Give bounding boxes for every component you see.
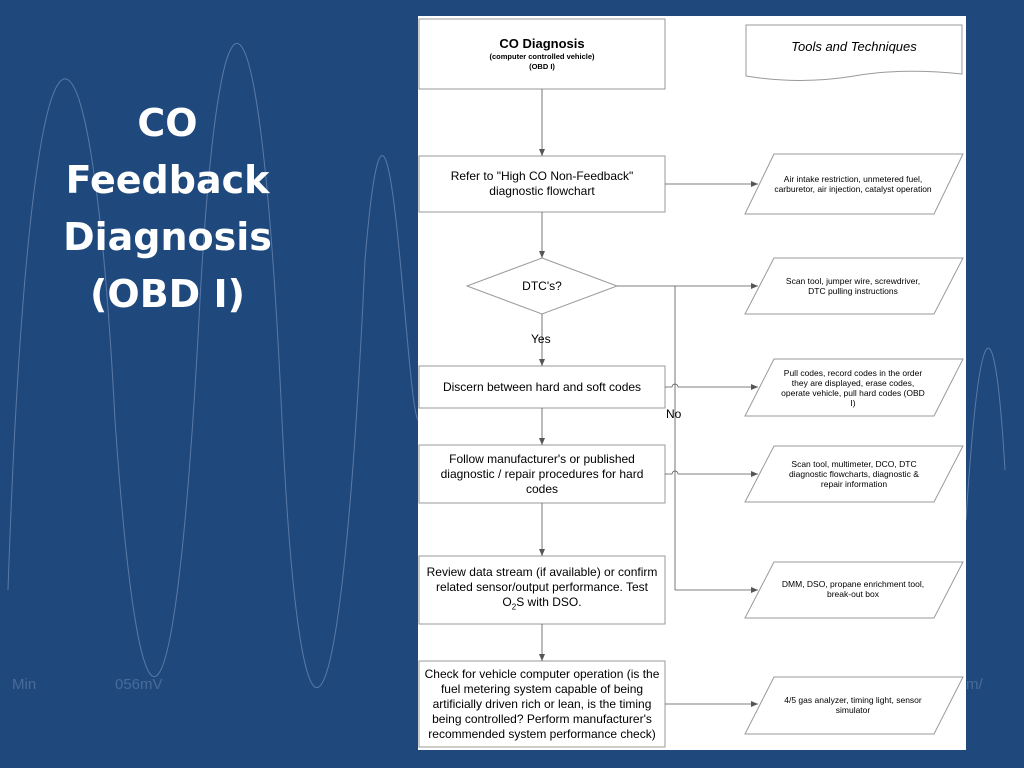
tool-shape-4	[744, 561, 964, 619]
yes-label: Yes	[531, 332, 551, 346]
header-box	[418, 18, 666, 90]
step-discern-text: Discern between hard and soft codes	[442, 379, 642, 394]
step-review-main: Review data stream (if available) or con…	[426, 565, 658, 614]
tool-shape-2	[744, 358, 964, 417]
slide-title-line: CO	[137, 101, 198, 145]
slide-title-line: (OBD I)	[90, 272, 245, 316]
step-refer-text: Refer to "High CO Non-Feedback" diagnost…	[450, 169, 634, 198]
flowchart-header: CO Diagnosis (computer controlled vehicl…	[419, 29, 665, 79]
subscript-2: 2	[511, 602, 517, 612]
tool-text-0: Air intake restriction, unmetered fuel, …	[774, 174, 932, 194]
tools-header-label: Tools and Techniques	[791, 38, 917, 54]
waveform-line	[7, 42, 1006, 688]
step-review-tail: S with DSO.	[516, 595, 582, 610]
bg-label-right: m/	[966, 676, 983, 693]
tool-shape-1	[744, 257, 964, 315]
header-title: CO Diagnosis	[499, 36, 585, 51]
tool-text-2: Pull codes, record codes in the order th…	[781, 368, 925, 408]
tool-text-4: DMM, DSO, propane enrichment tool, break…	[781, 579, 925, 599]
decision-text: DTC's?	[522, 278, 562, 293]
tool-shape-3	[744, 445, 964, 503]
step-review-lead: Review data stream (if available) or con…	[426, 565, 658, 610]
flowchart-shapes	[418, 18, 964, 748]
bg-label-mv: 056mV	[115, 676, 163, 693]
connector	[665, 470, 758, 477]
step-review-text: Review data stream (if available) or con…	[426, 562, 658, 618]
connector	[665, 383, 758, 390]
slide-title: CO Feedback Diagnosis (OBD I)	[40, 95, 295, 323]
slide-title-line: Diagnosis	[63, 215, 272, 259]
tool-text-5: 4/5 gas analyzer, timing light, sensor s…	[784, 695, 922, 715]
tool-shape-5	[744, 676, 964, 735]
header-subtitle: (computer controlled vehicle)	[489, 52, 595, 61]
header-subtitle: (OBD I)	[529, 62, 555, 71]
no-label: No	[666, 407, 682, 421]
bg-label-min: Min	[12, 676, 37, 693]
tools-header-shape	[745, 24, 963, 81]
tool-text-3: Scan tool, multimeter, DCO, DTC diagnost…	[789, 459, 919, 489]
tool-text-1: Scan tool, jumper wire, screwdriver, DTC…	[785, 276, 921, 296]
slide-title-line: Feedback	[65, 158, 270, 202]
step-follow-text: Follow manufacturer's or published diagn…	[440, 451, 644, 496]
step-box-check	[418, 660, 666, 748]
flowchart-panel: CO Diagnosis (computer controlled vehicl…	[418, 16, 966, 750]
tool-shape-0	[744, 153, 964, 215]
step-check-text: Check for vehicle computer operation (is…	[424, 666, 660, 741]
